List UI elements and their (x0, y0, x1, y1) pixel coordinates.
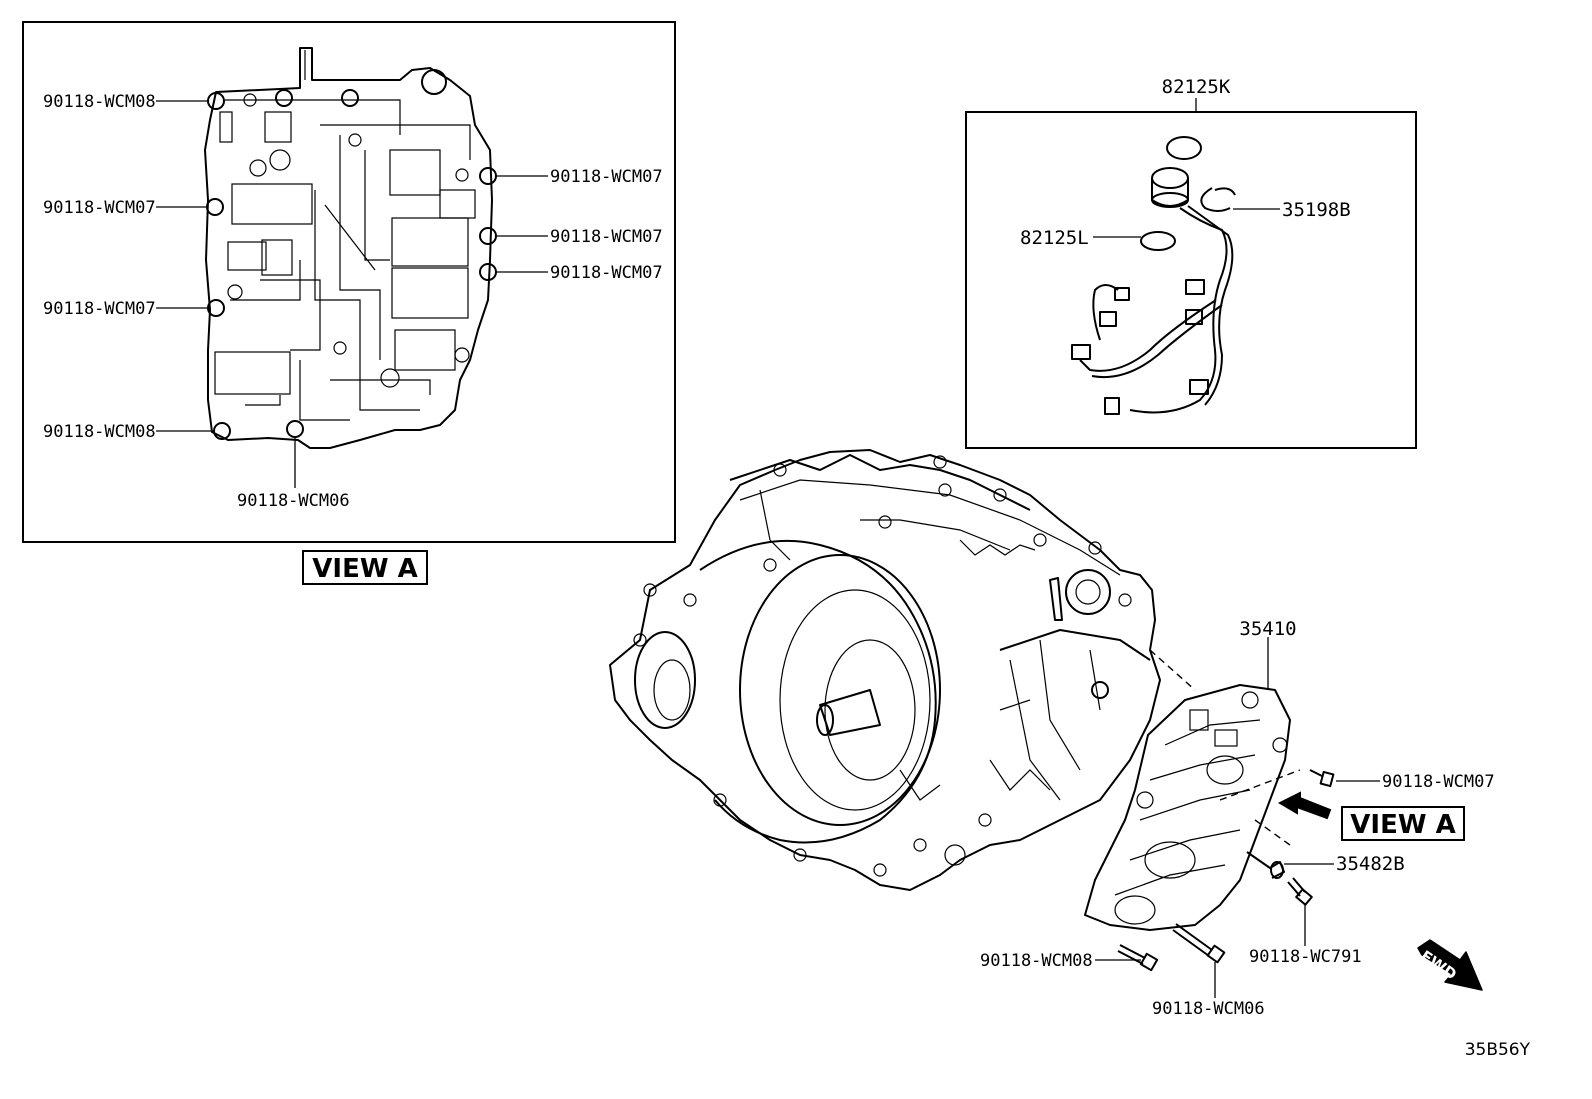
group-number-82125k: 82125K (1162, 76, 1231, 98)
bolt-hole (286, 420, 304, 438)
view-a-panel: 90118-WCM08 90118-WCM07 90118-WCM07 9011… (22, 21, 676, 543)
callout-90118-wcm06: 90118-WCM06 (1152, 999, 1265, 1019)
callout-90118-wcm07: 90118-WCM07 (43, 198, 156, 218)
view-a-frame (22, 21, 676, 543)
bolt-hole (479, 167, 497, 185)
callout-90118-wcm08: 90118-WCM08 (43, 422, 156, 442)
callout-90118-wcm07: 90118-WCM07 (550, 227, 663, 247)
harness-panel: 82125K 35198B 82125L (965, 76, 1417, 449)
view-a-label: VIEW A (302, 550, 428, 585)
bolt-hole (479, 263, 497, 281)
illustration-code: 35B56Y (1465, 1040, 1531, 1060)
callout-35410: 35410 (1239, 618, 1296, 640)
assembly-dashed-line (1149, 649, 1196, 691)
bolt-wc791 (1287, 877, 1313, 906)
callout-35482b: 35482B (1336, 853, 1405, 875)
view-a-title-main: VIEW A (1350, 810, 1455, 840)
callout-90118-wcm07: 90118-WCM07 (1382, 772, 1495, 792)
callout-90118-wcm06: 90118-WCM06 (237, 491, 350, 511)
fwd-arrow: FWD (1417, 939, 1483, 991)
callout-90118-wcm08: 90118-WCM08 (980, 951, 1093, 971)
bolt-hole (479, 227, 497, 245)
view-a-arrow (1277, 791, 1332, 820)
callout-90118-wcm07: 90118-WCM07 (550, 263, 663, 283)
sensor-35482b (1246, 851, 1285, 879)
bolt-wcm08 (1117, 944, 1159, 972)
bolt-wcm06 (1172, 923, 1226, 964)
valve-body-35410 (1084, 684, 1291, 931)
harness-frame (965, 111, 1417, 449)
view-a-label-main: VIEW A (1341, 806, 1465, 841)
bolt-hole (206, 198, 224, 216)
callout-90118-wcm08: 90118-WCM08 (43, 92, 156, 112)
wire-harness (1071, 136, 1236, 415)
callout-90118-wc791: 90118-WC791 (1249, 947, 1362, 967)
view-a-title: VIEW A (312, 554, 417, 584)
callout-90118-wcm07: 90118-WCM07 (550, 167, 663, 187)
callout-82125l: 82125L (1020, 227, 1089, 249)
bolt-wcm07 (1309, 769, 1335, 788)
bolt-hole (341, 89, 359, 107)
valve-body-view-a (204, 47, 497, 449)
callout-90118-wcm07: 90118-WCM07 (43, 299, 156, 319)
bolt-hole (275, 89, 293, 107)
bolt-dashed-line (1219, 769, 1301, 801)
transaxle-case (609, 449, 1161, 891)
callout-35198b: 35198B (1282, 199, 1351, 221)
